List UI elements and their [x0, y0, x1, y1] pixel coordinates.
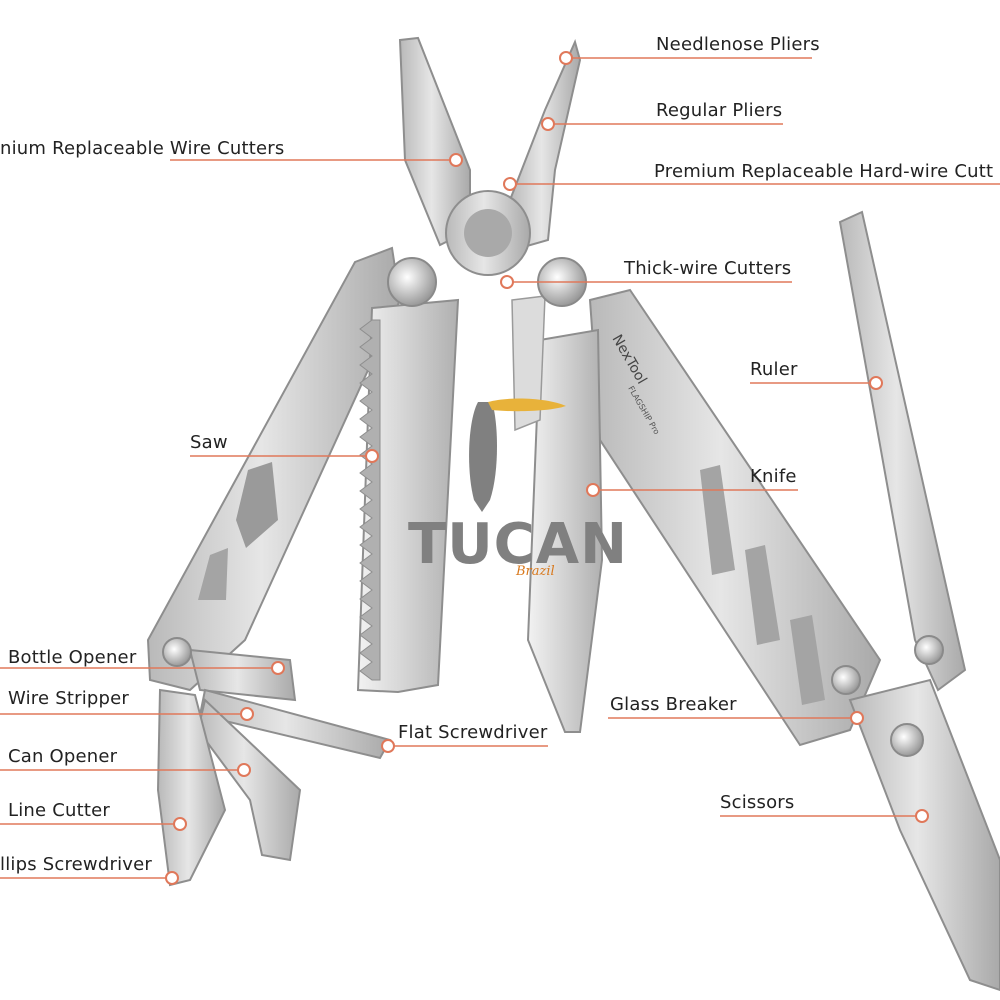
- leader-dot-wire-stripper: [240, 707, 254, 721]
- flat-screwdriver-tool: [198, 688, 392, 760]
- leader-dot-regular: [541, 117, 555, 131]
- leader-dot-ruler: [869, 376, 883, 390]
- leader-dot-hard-wire: [503, 177, 517, 191]
- leader-dot-needlenose: [559, 51, 573, 65]
- label-phillips-screwdriver: llips Screwdriver: [0, 854, 153, 875]
- label-thick-wire-cutters: Thick-wire Cutters: [624, 258, 792, 279]
- knife-blade: [526, 328, 604, 733]
- label-glass-breaker: Glass Breaker: [610, 694, 737, 715]
- left-handle-cutout-2: [198, 548, 228, 600]
- watermark-title: TUCAN: [408, 512, 628, 577]
- plier-pivot-inner: [464, 209, 512, 257]
- leader-dot-phillips: [165, 871, 179, 885]
- label-bottle-opener: Bottle Opener: [8, 647, 137, 668]
- label-ruler: Ruler: [750, 359, 798, 380]
- phillips-screwdriver-tool: [156, 688, 227, 887]
- screw-right-handle: [831, 665, 861, 695]
- saw-teeth: [359, 319, 381, 681]
- bottle-opener-tool: [188, 648, 297, 702]
- label-line-cutter: Line Cutter: [8, 800, 110, 821]
- leader-lines: [0, 57, 1000, 879]
- screw-ruler: [914, 635, 944, 665]
- scissors-body: [848, 678, 1000, 992]
- toucan-beak: [488, 398, 566, 412]
- watermark-subtitle: Brazil: [516, 564, 555, 579]
- screw-left-handle: [162, 637, 192, 667]
- toucan-logo: [469, 402, 497, 512]
- leader-dot-wire-cutters: [449, 153, 463, 167]
- leader-dot-saw: [365, 449, 379, 463]
- screw-scissors: [890, 723, 924, 757]
- right-handle-slot-3: [790, 615, 825, 705]
- label-regular-pliers: Regular Pliers: [656, 100, 783, 121]
- label-knife: Knife: [750, 466, 797, 487]
- leader-dot-bottle-opener: [271, 661, 285, 675]
- plier-jaw-right: [508, 39, 582, 250]
- knife-spine: [511, 295, 546, 432]
- right-handle-slot-1: [700, 465, 735, 575]
- saw-blade: [356, 298, 460, 694]
- leader-dots: [165, 51, 929, 885]
- label-hard-wire-cutters: Premium Replaceable Hard-wire Cutt: [654, 161, 994, 182]
- label-can-opener: Can Opener: [8, 746, 118, 767]
- screw-saw: [387, 257, 437, 307]
- leader-dot-scissors: [915, 809, 929, 823]
- label-wire-stripper: Wire Stripper: [8, 688, 130, 709]
- leader-dot-can-opener: [237, 763, 251, 777]
- leader-dot-glass-breaker: [850, 711, 864, 725]
- label-needlenose-pliers: Needlenose Pliers: [656, 34, 820, 55]
- right-handle-slot-2: [745, 545, 780, 645]
- ruler-arm: [838, 210, 967, 692]
- label-scissors: Scissors: [720, 792, 795, 813]
- left-handle-cutout-1: [236, 462, 278, 548]
- label-replaceable-wire-cutters: nium Replaceable Wire Cutters: [0, 138, 285, 159]
- leader-dot-flat-screwdriver: [381, 739, 395, 753]
- leader-dot-thick-wire: [500, 275, 514, 289]
- leader-dot-line-cutter: [173, 817, 187, 831]
- label-saw: Saw: [190, 432, 228, 453]
- watermark: TUCAN Brazil: [408, 512, 628, 579]
- leader-dot-knife: [586, 483, 600, 497]
- label-flat-screwdriver: Flat Screwdriver: [398, 722, 548, 743]
